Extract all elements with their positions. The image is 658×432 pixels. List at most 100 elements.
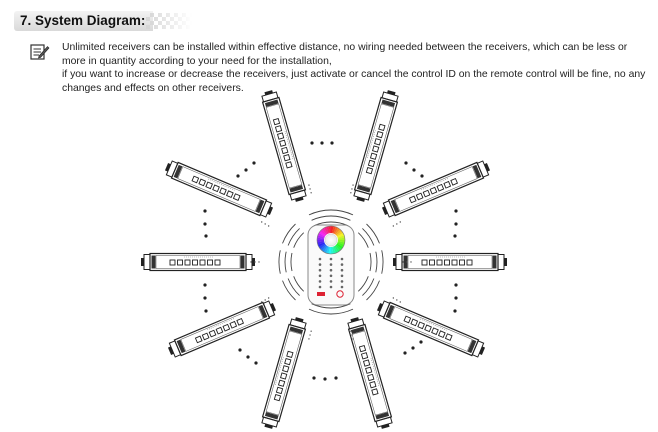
keypad-key — [318, 274, 322, 278]
spoke-dot — [351, 334, 353, 336]
connection-dot — [204, 234, 208, 238]
spoke-dot — [352, 338, 354, 340]
wave-arc — [362, 228, 375, 246]
spoke-dot — [396, 223, 398, 225]
connection-dot — [453, 309, 457, 313]
wave-arc — [282, 223, 296, 244]
connection-dot — [252, 161, 256, 165]
connection-dot — [454, 296, 458, 300]
connection-dot — [412, 168, 416, 172]
receiver-unit — [393, 252, 507, 272]
section-header: 7. System Diagram: — [14, 11, 192, 33]
keypad-key — [340, 268, 344, 272]
connection-dot — [203, 283, 207, 287]
connection-dot — [204, 309, 208, 313]
connection-dot — [453, 234, 457, 238]
spoke-dot — [258, 261, 260, 263]
wave-arc — [308, 209, 332, 216]
spoke-dot — [399, 221, 401, 223]
wheel-center-button — [324, 233, 338, 247]
wave-arc — [330, 308, 354, 315]
keypad-key — [340, 280, 344, 283]
connection-dot — [238, 348, 242, 352]
spoke-dot — [309, 334, 311, 336]
connection-dot — [403, 351, 407, 355]
keypad-key — [340, 263, 344, 266]
connection-dot — [404, 161, 408, 165]
keypad-key — [329, 268, 333, 272]
spoke-dot — [254, 261, 256, 263]
spoke-dot — [392, 225, 395, 227]
spoke-dot — [264, 223, 266, 225]
section-number: 7. — [20, 13, 32, 28]
connection-dot — [420, 174, 424, 178]
wave-arc — [330, 209, 354, 216]
note-text: Unlimited receivers can be installed wit… — [62, 41, 647, 95]
connection-dot — [254, 361, 258, 365]
spoke-dot — [406, 261, 408, 263]
receiver-unit — [353, 90, 399, 202]
spoke-dot — [264, 299, 266, 301]
wave-arc — [284, 251, 287, 273]
note-line-2: if you want to increase or decrease the … — [62, 69, 646, 94]
connection-dot — [203, 296, 207, 300]
spoke-dot — [350, 330, 352, 332]
spoke-dot — [396, 299, 398, 301]
receiver-unit — [376, 300, 486, 358]
wave-arc — [293, 276, 305, 292]
power-led — [317, 292, 325, 296]
keypad-key — [340, 274, 344, 278]
keypad-key — [329, 285, 333, 289]
connection-dot — [203, 222, 207, 226]
remote-keypad — [318, 257, 344, 289]
wave-arc — [287, 278, 300, 296]
spoke-dot — [267, 225, 270, 227]
wave-arc — [381, 250, 384, 274]
spoke-dot — [261, 301, 263, 303]
spoke-dot — [308, 184, 310, 186]
spoke-dot — [250, 261, 252, 263]
connection-dot — [411, 346, 415, 350]
receiver-unit — [261, 90, 307, 202]
wave-arc — [278, 250, 281, 274]
wave-arc — [375, 251, 378, 273]
connection-dot — [419, 340, 423, 344]
keypad-key — [329, 274, 333, 278]
keypad-key — [318, 268, 322, 272]
spoke-dot — [350, 192, 352, 194]
wave-arc — [369, 252, 372, 272]
receiver-unit — [167, 300, 277, 358]
connection-dots — [203, 141, 458, 381]
keypad-key — [329, 257, 333, 261]
receiver-unit — [261, 317, 307, 429]
keypad-key — [340, 257, 344, 261]
connection-dot — [246, 355, 250, 359]
wave-arc — [287, 228, 300, 246]
connection-dot — [203, 209, 207, 213]
spoke-dot — [352, 184, 354, 186]
spoke-dot — [261, 221, 263, 223]
receiver-unit — [141, 252, 255, 272]
keypad-key — [329, 280, 333, 283]
spoke-dot — [309, 188, 311, 190]
wave-arc — [366, 280, 380, 301]
section-title: System Diagram: — [35, 13, 146, 28]
note-pencil-icon — [30, 44, 50, 60]
remote-control — [307, 224, 355, 306]
connection-dot — [330, 141, 334, 145]
connection-dot — [454, 209, 458, 213]
keypad-key — [340, 285, 344, 289]
keypad-key — [318, 280, 322, 283]
connection-dot — [454, 222, 458, 226]
wave-arc — [366, 223, 380, 244]
receiver-unit — [347, 317, 393, 429]
receiver-unit — [381, 160, 491, 218]
connection-dot — [454, 283, 458, 287]
connection-dot — [323, 377, 327, 381]
spoke-dot — [399, 301, 401, 303]
receiver-unit — [164, 160, 274, 218]
keypad-key — [318, 263, 322, 266]
connection-dot — [310, 141, 314, 145]
wave-arc — [293, 232, 305, 248]
